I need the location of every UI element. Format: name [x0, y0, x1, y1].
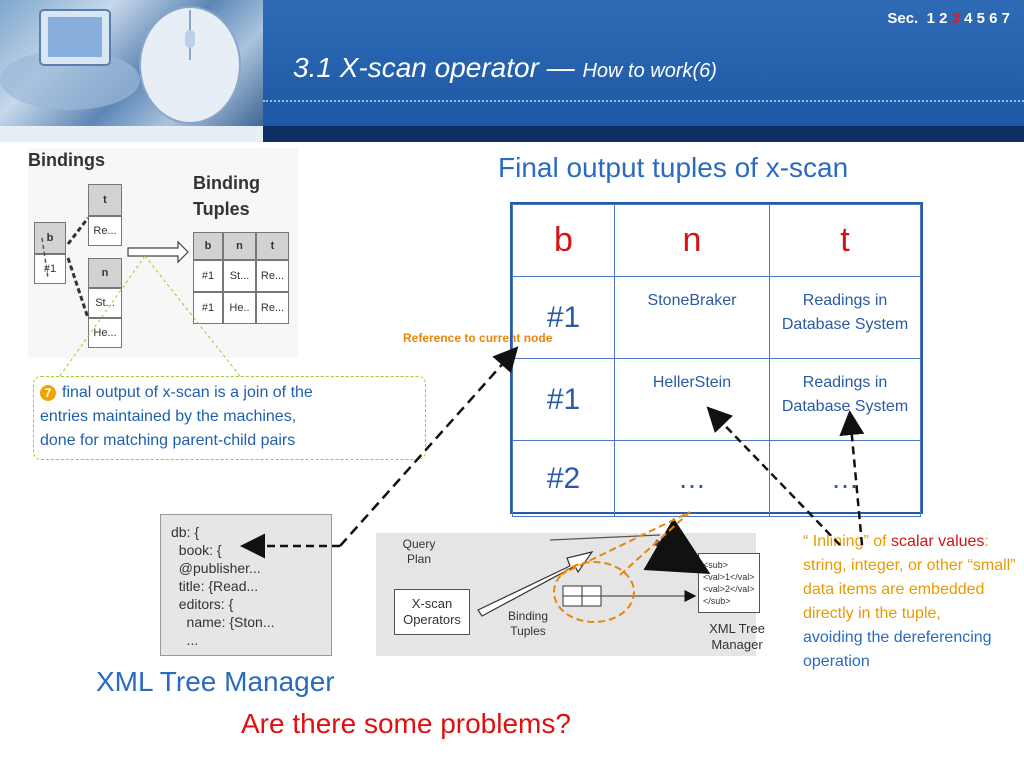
- cell-t: Readings in Database System: [769, 276, 921, 359]
- cell-t: Readings in Database System: [769, 358, 921, 441]
- tuple-cell: #1: [193, 292, 223, 324]
- section-link-3-current[interactable]: 3: [951, 10, 960, 27]
- inlining-note-scalar: scalar values: [891, 533, 985, 550]
- xml-tree-panel: db: { book: { @publisher... title: {Read…: [160, 514, 332, 656]
- callout-line-3: done for matching parent-child pairs: [40, 432, 296, 449]
- computer-mouse-image: [0, 6, 241, 124]
- header-dotted-line: [263, 100, 1024, 102]
- tuple-cell: He..: [223, 292, 256, 324]
- question-text: Are there some problems?: [241, 708, 571, 739]
- tuple-cell: #1: [193, 260, 223, 292]
- section-link-4[interactable]: 4: [964, 10, 973, 27]
- cell-t: …: [769, 440, 921, 517]
- cell-n: …: [613, 440, 771, 517]
- xml-sub-line: <val>2</val>: [703, 584, 755, 594]
- xml-line: title: {Read...: [171, 578, 259, 594]
- section-nav-label: Sec.: [887, 10, 919, 27]
- xml-line: name: {Ston...: [171, 614, 275, 630]
- xml-line: editors: {: [171, 596, 234, 612]
- query-plan-figure: Query Plan X-scan Operators Binding Tupl…: [376, 533, 765, 656]
- binding-tuples-label: Binding Tuples: [193, 173, 260, 219]
- xml-line: book: {: [171, 542, 222, 558]
- inlining-note-rest: : string, integer, or other “small” data…: [803, 533, 1016, 622]
- column-header-b: b: [512, 204, 615, 277]
- cell-n: HellerStein: [613, 358, 771, 441]
- callout-line-1: final output of x-scan is a join of the: [62, 384, 313, 401]
- section-link-6[interactable]: 6: [989, 10, 998, 27]
- inlining-note-tail: avoiding the dereferencing operation: [803, 629, 992, 670]
- header-band: [263, 0, 1024, 126]
- xml-line: @publisher...: [171, 560, 261, 576]
- callout-number-badge: 7: [40, 385, 56, 401]
- tuple-cell: Re...: [256, 260, 289, 292]
- slide-title-sub: How to work(6): [582, 60, 717, 82]
- cell-b: #2: [512, 440, 615, 517]
- plan-binding-tuples-label: Binding Tuples: [507, 609, 549, 638]
- cell-b: #1: [512, 276, 615, 359]
- bindings-b-header: b: [34, 222, 66, 254]
- header-bar: [263, 126, 1024, 142]
- slide-title: 3.1 X-scan operator — How to work(6): [293, 52, 717, 84]
- bindings-label: Bindings: [28, 150, 105, 170]
- inlining-note-open: “ Inlining” of: [803, 533, 892, 550]
- header-bar-left: [0, 126, 263, 142]
- bindings-t-value: Re...: [88, 216, 122, 246]
- xml-sub-line: </sub>: [703, 596, 731, 606]
- section-link-1[interactable]: 1: [926, 10, 935, 27]
- join-callout: 7 final output of x-scan is a join of the…: [33, 376, 426, 460]
- table-row: #1 HellerStein Readings in Database Syst…: [512, 358, 921, 441]
- tuple-header-b: b: [193, 232, 223, 260]
- cell-b: #1: [512, 358, 615, 441]
- section-link-7[interactable]: 7: [1001, 10, 1010, 27]
- inlining-note: “ Inlining” of scalar values: string, in…: [803, 530, 1018, 674]
- section-nav: Sec. 1 2 3 4 5 6 7: [887, 10, 1010, 27]
- tuple-cell: Re...: [256, 292, 289, 324]
- bindings-t-header: t: [88, 184, 122, 216]
- table-row: #2 … …: [512, 440, 921, 517]
- cell-n: StoneBraker: [613, 276, 771, 359]
- query-plan-label: Query Plan: [402, 537, 436, 566]
- tuple-cell: St...: [223, 260, 256, 292]
- slide-title-main: 3.1 X-scan operator —: [293, 52, 575, 83]
- column-header-n: n: [613, 204, 771, 277]
- tuple-header-n: n: [223, 232, 256, 260]
- xml-sub-line: <val>1</val>: [703, 572, 755, 582]
- xml-line: db: {: [171, 524, 200, 540]
- final-output-table: b n t #1 StoneBraker Readings in Databas…: [510, 202, 923, 517]
- callout-line-2: entries maintained by the machines,: [40, 408, 297, 425]
- bindings-figure: Bindings Binding Tuples b #1 t Re... n S…: [28, 148, 298, 358]
- final-output-title: Final output tuples of x-scan: [498, 152, 849, 183]
- tuple-header-t: t: [256, 232, 289, 260]
- xml-sub-document: <sub> <val>1</val> <val>2</val> </sub>: [698, 553, 760, 613]
- xscan-operators-box: X-scan Operators: [394, 589, 470, 635]
- plan-xml-tree-manager-label: XML Tree Manager: [709, 621, 765, 652]
- table-row: #1 StoneBraker Readings in Database Syst…: [512, 276, 921, 359]
- section-link-2[interactable]: 2: [939, 10, 948, 27]
- xml-sub-line: <sub>: [703, 560, 729, 570]
- section-link-5[interactable]: 5: [976, 10, 985, 27]
- column-header-t: t: [769, 204, 921, 277]
- xml-line: ...: [171, 632, 199, 648]
- header-photo: [0, 0, 263, 126]
- xml-tree-manager-label: XML Tree Manager: [96, 666, 335, 697]
